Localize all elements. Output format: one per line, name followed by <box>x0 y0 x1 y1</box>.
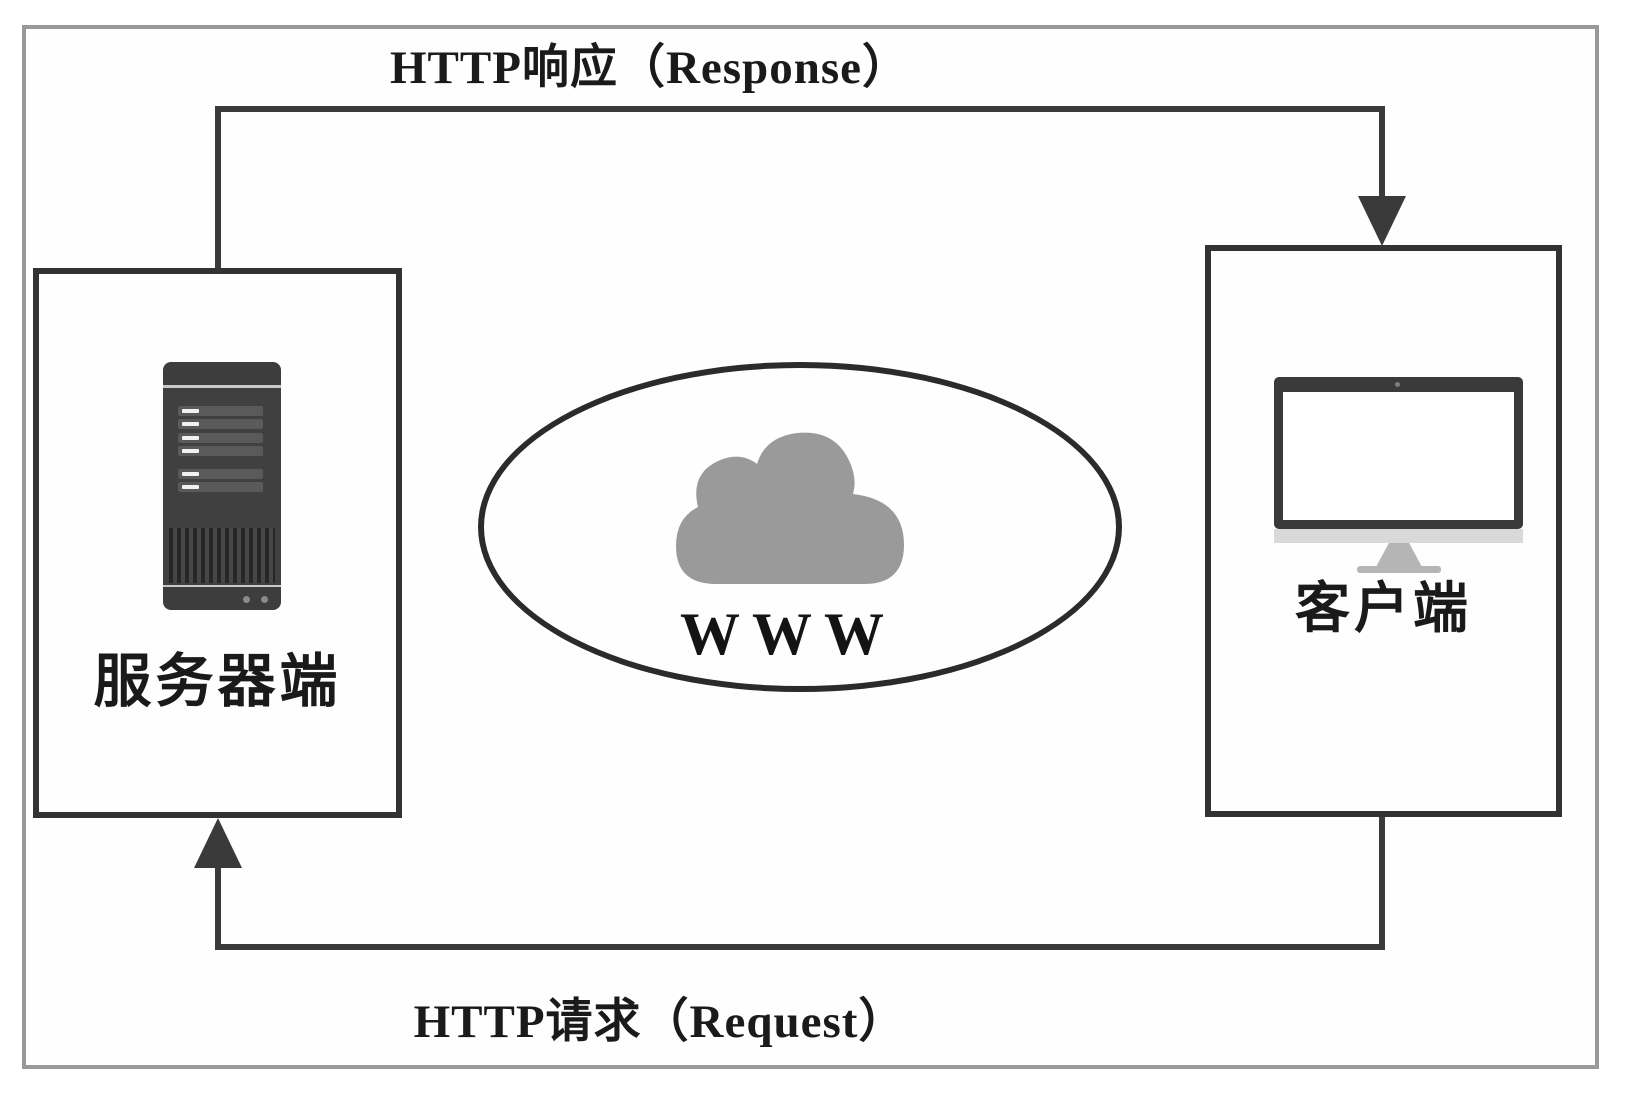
server-drive-bay <box>178 406 263 416</box>
server-led-icon <box>243 596 250 603</box>
monitor-camera-dot-icon <box>1395 382 1400 387</box>
server-separator <box>163 385 281 388</box>
request-line-right-vertical <box>1379 817 1385 950</box>
monitor-stand-base <box>1357 566 1441 573</box>
request-line-horizontal <box>215 944 1385 950</box>
monitor-chin <box>1274 529 1523 543</box>
server-drive-bay <box>178 469 263 479</box>
client-node-box: 客户端 <box>1205 245 1562 817</box>
server-led-icon <box>261 596 268 603</box>
server-drive-bay <box>178 446 263 456</box>
server-drive-bays <box>178 406 263 492</box>
server-top-cap <box>163 362 281 385</box>
monitor-screen <box>1274 377 1523 529</box>
cloud-icon <box>670 428 910 588</box>
client-label: 客户端 <box>1294 578 1472 639</box>
response-arrowhead-icon <box>1358 196 1406 246</box>
request-arrowhead-icon <box>194 818 242 868</box>
request-line-left-vertical <box>215 862 221 950</box>
server-label: 服务器端 <box>93 649 342 714</box>
server-vent-grille <box>169 528 275 583</box>
www-network-ellipse: WWW <box>478 362 1122 692</box>
server-drive-bay <box>178 482 263 492</box>
response-line-right-vertical <box>1379 106 1385 202</box>
server-bottom-panel <box>163 585 281 610</box>
server-drive-bay <box>178 433 263 443</box>
response-flow-label: HTTP响应（Response） <box>390 42 910 94</box>
server-node-box: 服务器端 <box>33 268 402 818</box>
request-flow-label: HTTP请求（Request） <box>413 996 907 1048</box>
www-label: WWW <box>680 601 896 667</box>
server-drive-bay <box>178 419 263 429</box>
response-line-horizontal <box>215 106 1385 112</box>
server-tower-icon <box>163 362 281 610</box>
desktop-monitor-icon <box>1274 377 1523 573</box>
response-line-left-vertical <box>215 106 221 268</box>
server-front-panel <box>163 388 281 585</box>
